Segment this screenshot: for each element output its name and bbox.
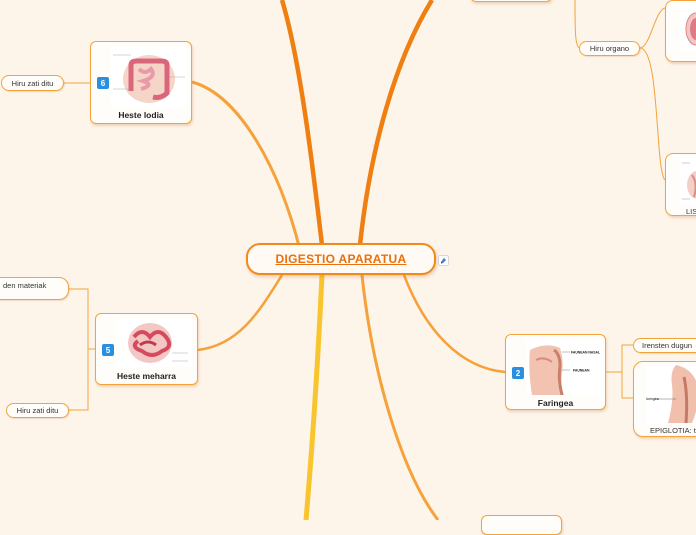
topic-number-badge: 2 [512, 367, 524, 379]
topic-number-badge: 6 [97, 77, 109, 89]
epiglottis-caption: laringea [646, 397, 659, 401]
subtopic-lis[interactable]: LIS [665, 153, 696, 216]
hidden-topic-top[interactable] [470, 0, 552, 2]
subtopic-den-materiak[interactable]: den materiak [0, 277, 69, 300]
subtopic-hiru-organo[interactable]: Hiru organo [579, 41, 640, 56]
pharynx-image: FAUNEAN NASAL FAUNEAN [526, 340, 602, 395]
subtopic-text: Irensten dugun [642, 341, 693, 350]
subtopic-organ-image-top[interactable] [665, 0, 696, 62]
connector-faringea-sub [606, 344, 633, 399]
branch-heste-meharra [197, 274, 284, 352]
subtopic-text: EPIGLOTIA: t [650, 426, 696, 435]
lis-image [680, 157, 696, 205]
subtopic-epiglotia[interactable]: laringea EPIGLOTIA: t [633, 361, 696, 437]
branch-top-left [279, 0, 325, 246]
subtopic-hiru-zati-ditu-2[interactable]: Hiru zati ditu [6, 403, 69, 418]
branch-heste-lodia [191, 80, 302, 251]
branch-bottom-right [360, 274, 440, 520]
subtopic-text: LIS [686, 207, 696, 216]
connector-hiru-organo [639, 7, 666, 49]
topic-faringea[interactable]: 2 FAUNEAN NASAL FAUNEAN Faringea [505, 334, 606, 410]
note-icon[interactable] [438, 255, 449, 266]
connector-top-right-a [574, 0, 581, 49]
large-intestine-image [111, 47, 187, 107]
topic-label: Faringea [537, 398, 574, 408]
subtopic-irensten-dugun[interactable]: Irensten dugun [633, 338, 696, 353]
epiglottis-image: laringea [646, 365, 696, 423]
topic-label: Heste lodia [118, 110, 164, 120]
branch-bottom-left [303, 274, 325, 520]
subtopic-text: den materiak [3, 281, 47, 290]
small-intestine-image [116, 319, 192, 367]
root-title: DIGESTIO APARATUA [275, 252, 407, 266]
mouth-image [680, 5, 696, 51]
topic-label: Heste meharra [116, 371, 177, 381]
topic-heste-lodia[interactable]: 6 Heste lodia [90, 41, 192, 124]
subtopic-hiru-zati-ditu[interactable]: Hiru zati ditu [1, 75, 64, 91]
hidden-topic-bottom[interactable] [481, 515, 562, 535]
connector-lis [639, 47, 666, 181]
pharynx-caption-upper: FAUNEAN NASAL [571, 351, 600, 355]
branch-connectors [64, 0, 666, 520]
branch-faringea [402, 274, 506, 374]
root-topic[interactable]: DIGESTIO APARATUA [246, 243, 436, 275]
topic-number-badge: 5 [102, 344, 114, 356]
pharynx-caption-lower: FAUNEAN [573, 369, 590, 373]
connector-meharra-bracket [68, 288, 95, 411]
branch-top-right [357, 0, 434, 246]
topic-heste-meharra[interactable]: 5 Heste meharra [95, 313, 198, 385]
